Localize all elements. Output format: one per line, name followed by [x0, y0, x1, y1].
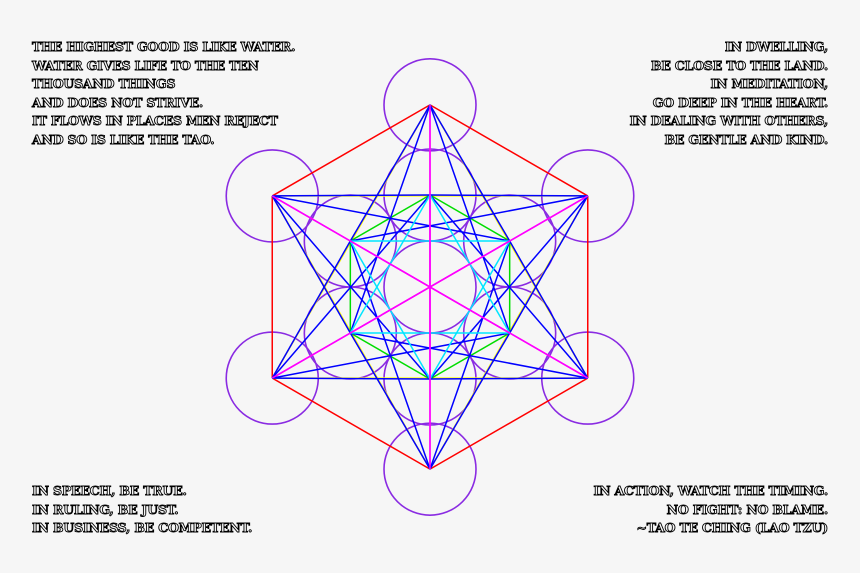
- connector-line: [429, 377, 588, 380]
- connector-line: [349, 332, 431, 470]
- connector-line: [272, 332, 510, 379]
- long-link-line: [271, 240, 511, 379]
- quote-line: BE CLOSE TO THE LAND.: [651, 57, 829, 73]
- connector-line: [272, 194, 431, 197]
- connector-line: [271, 195, 431, 380]
- quote-line: NO FIGHT: NO BLAME.: [666, 501, 828, 517]
- quote-line: THOUSAND THINGS: [32, 76, 176, 92]
- quote-line: IN MEDITATION,: [710, 76, 829, 92]
- quote-line: IN DWELLING,: [724, 39, 828, 55]
- connector-line: [429, 332, 511, 470]
- connector-line: [271, 195, 351, 334]
- connector-line: [429, 104, 511, 242]
- connector-line: [271, 240, 351, 379]
- connector-line: [429, 194, 588, 197]
- connector-line: [349, 104, 431, 242]
- outer-hexagon-edge: [429, 377, 589, 470]
- connector-line: [509, 195, 589, 334]
- connector-line: [429, 240, 511, 470]
- quote-line: IN BUSINESS, BE COMPETENT.: [32, 520, 253, 536]
- connector-line: [350, 195, 588, 242]
- quote-bottom-right: IN ACTION, WATCH THE TIMING. NO FIGHT: N…: [593, 482, 829, 538]
- quote-top-right: IN DWELLING, BE CLOSE TO THE LAND. IN ME…: [629, 38, 829, 149]
- quote-line: BE GENTLE AND KIND.: [664, 131, 829, 147]
- quote-line: GO DEEP IN THE HEART.: [652, 94, 828, 110]
- quote-line: IN RULING, BE JUST.: [32, 501, 180, 517]
- outer-hexagon-edge: [271, 104, 431, 197]
- long-link-line: [271, 195, 511, 334]
- quote-line: AND SO IS LIKE THE TAO.: [32, 131, 216, 147]
- quote-line: AND DOES NOT STRIVE.: [32, 94, 204, 110]
- connector-line: [272, 377, 431, 380]
- quote-bottom-left: IN SPEECH, BE TRUE. IN RULING, BE JUST. …: [32, 482, 253, 538]
- lines-group: [271, 104, 589, 470]
- quote-line: IN ACTION, WATCH THE TIMING.: [593, 483, 829, 499]
- quote-line: WATER GIVES LIFE TO THE TEN: [32, 57, 260, 73]
- outer-hexagon-edge: [429, 104, 589, 197]
- quote-line: IN DEALING WITH OTHERS,: [629, 113, 828, 129]
- connector-line: [509, 240, 589, 379]
- quote-line: THE HIGHEST GOOD IS LIKE WATER.: [32, 39, 296, 55]
- quote-line: IN SPEECH, BE TRUE.: [32, 483, 188, 499]
- quote-top-left: THE HIGHEST GOOD IS LIKE WATER. WATER GI…: [32, 38, 296, 149]
- connector-line: [272, 195, 510, 242]
- quote-line: ~TAO TE CHING (LAO TZU): [636, 520, 829, 536]
- connector-line: [429, 194, 589, 379]
- outer-hexagon-edge: [271, 377, 431, 470]
- quote-line: IT FLOWS IN PLACES MEN REJECT: [32, 113, 279, 129]
